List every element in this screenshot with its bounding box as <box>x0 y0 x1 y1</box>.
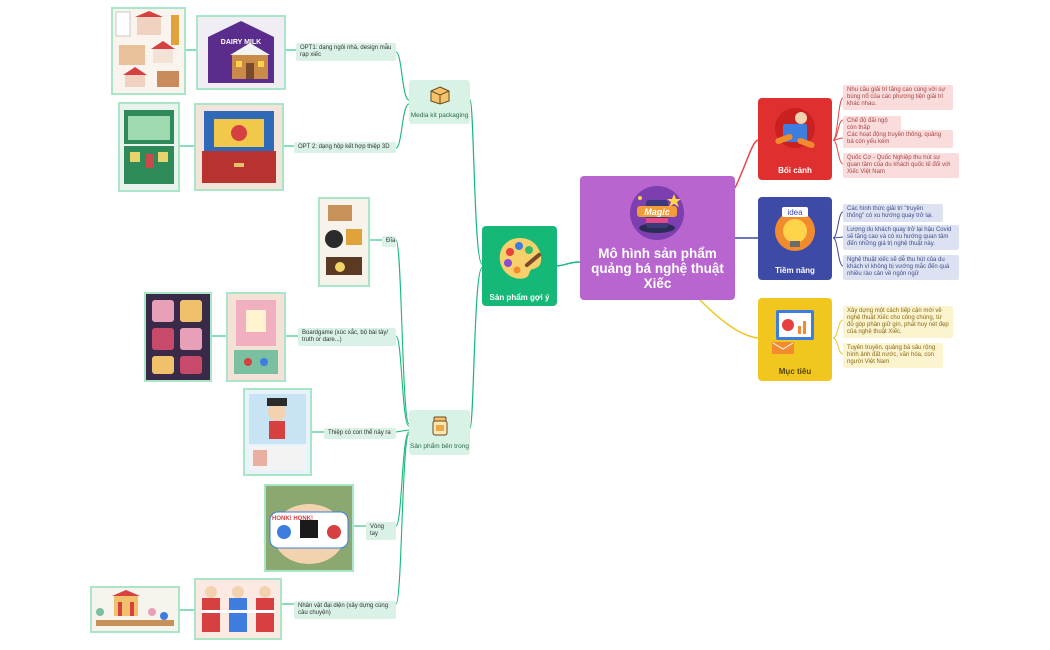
category-boi-canh-label: Bối cảnh <box>778 166 812 175</box>
note-tiem-nang-3: Nghệ thuật xiếc sẽ dễ thu hút của du khá… <box>843 255 959 280</box>
note-muc-tieu-2: Tuyên truyền, quảng bá sâu rộng hình ảnh… <box>843 343 943 368</box>
product-branch-node[interactable]: Sản phẩm gợi ý <box>482 226 557 306</box>
note-boi-canh-4: Quốc Cơ - Quốc Nghiệp thu hút sự quan tâ… <box>843 153 959 178</box>
photo-box-text: DAIRY MILK <box>220 39 262 46</box>
box-icon <box>429 85 451 105</box>
wristband-text: HONK! HONK! <box>272 516 313 522</box>
svg-text:idea: idea <box>787 208 803 217</box>
center-topic-node[interactable]: Magic Mô hình sản phẩm quảng bá nghệ thu… <box>580 176 735 300</box>
note-tiem-nang-1: Các hình thức giải trí "truyền thống" có… <box>843 204 943 222</box>
photo-green-box-3d[interactable] <box>118 102 180 192</box>
magic-badge-text: Magic <box>644 207 670 217</box>
category-muc-tieu-label: Mục tiêu <box>778 367 812 376</box>
category-tiem-nang[interactable]: idea Tiềm năng <box>758 197 832 280</box>
stress-icon <box>771 104 819 154</box>
inner-products-label: Sản phẩm bên trong <box>410 443 469 450</box>
photo-circus-playset[interactable] <box>90 586 180 633</box>
inner-products-node[interactable]: Sản phẩm bên trong <box>409 410 470 455</box>
category-boi-canh[interactable]: Bối cảnh <box>758 98 832 180</box>
note-muc-tieu-1: Xây dựng một cách tiếp cận mới về nghệ t… <box>843 306 953 338</box>
note-boi-canh-2: Chế độ đãi ngộ còn thấp <box>843 116 901 134</box>
magic-hat-icon: Magic <box>628 184 686 242</box>
product-branch-label: Sản phẩm gợi ý <box>489 293 550 302</box>
note-boi-canh-1: Nhu cầu giải trí tăng cao cùng với sự bù… <box>843 85 953 110</box>
category-muc-tieu[interactable]: Mục tiêu <box>758 298 832 381</box>
leaf-thiep[interactable]: Thiệp có con thể nảy ra <box>324 428 396 439</box>
photo-dairy-milk-house-kit[interactable]: DAIRY MILK <box>196 15 286 90</box>
center-topic-title: Mô hình sản phẩm quảng bá nghệ thuật Xiế… <box>591 246 724 291</box>
photo-boardgame-dice[interactable] <box>144 292 212 382</box>
leaf-boardgame[interactable]: Boardgame (xúc xắc, bộ bài tây/ truth or… <box>298 328 396 346</box>
photo-character-figures[interactable] <box>194 578 282 640</box>
media-kit-node[interactable]: Media kit packaging <box>409 80 470 124</box>
photo-house-kit-sheet[interactable] <box>111 7 186 95</box>
photo-red-box-3d[interactable] <box>194 103 284 191</box>
photo-wristband[interactable]: HONK! HONK! <box>264 484 354 572</box>
note-tiem-nang-2: Lượng du khách quay trở lại hậu Covid sẽ… <box>843 225 959 250</box>
leaf-nhan-vat[interactable]: Nhân vật đại diện (xây dựng cùng câu chu… <box>294 601 396 619</box>
product-jar-icon <box>429 415 451 437</box>
leaf-vong-tay[interactable]: Vòng tay <box>366 522 396 540</box>
category-tiem-nang-label: Tiềm năng <box>775 266 815 275</box>
photo-popup-card[interactable] <box>243 388 312 476</box>
photo-boardgame-cards[interactable] <box>226 292 286 382</box>
presentation-icon <box>770 304 820 356</box>
leaf-opt2[interactable]: OPT 2: dạng hộp kết hợp thiệp 3D <box>294 142 396 153</box>
photo-dia[interactable] <box>318 197 370 287</box>
leaf-dia[interactable]: Đĩa <box>382 236 396 247</box>
palette-icon <box>495 234 545 284</box>
idea-icon: idea <box>770 203 820 255</box>
note-boi-canh-3: Các hoạt động truyền thông, quảng bá còn… <box>843 130 953 148</box>
media-kit-label: Media kit packaging <box>410 112 469 119</box>
leaf-opt1[interactable]: OPT1: dạng ngôi nhà, design mẫu rạp xiếc <box>296 43 396 61</box>
